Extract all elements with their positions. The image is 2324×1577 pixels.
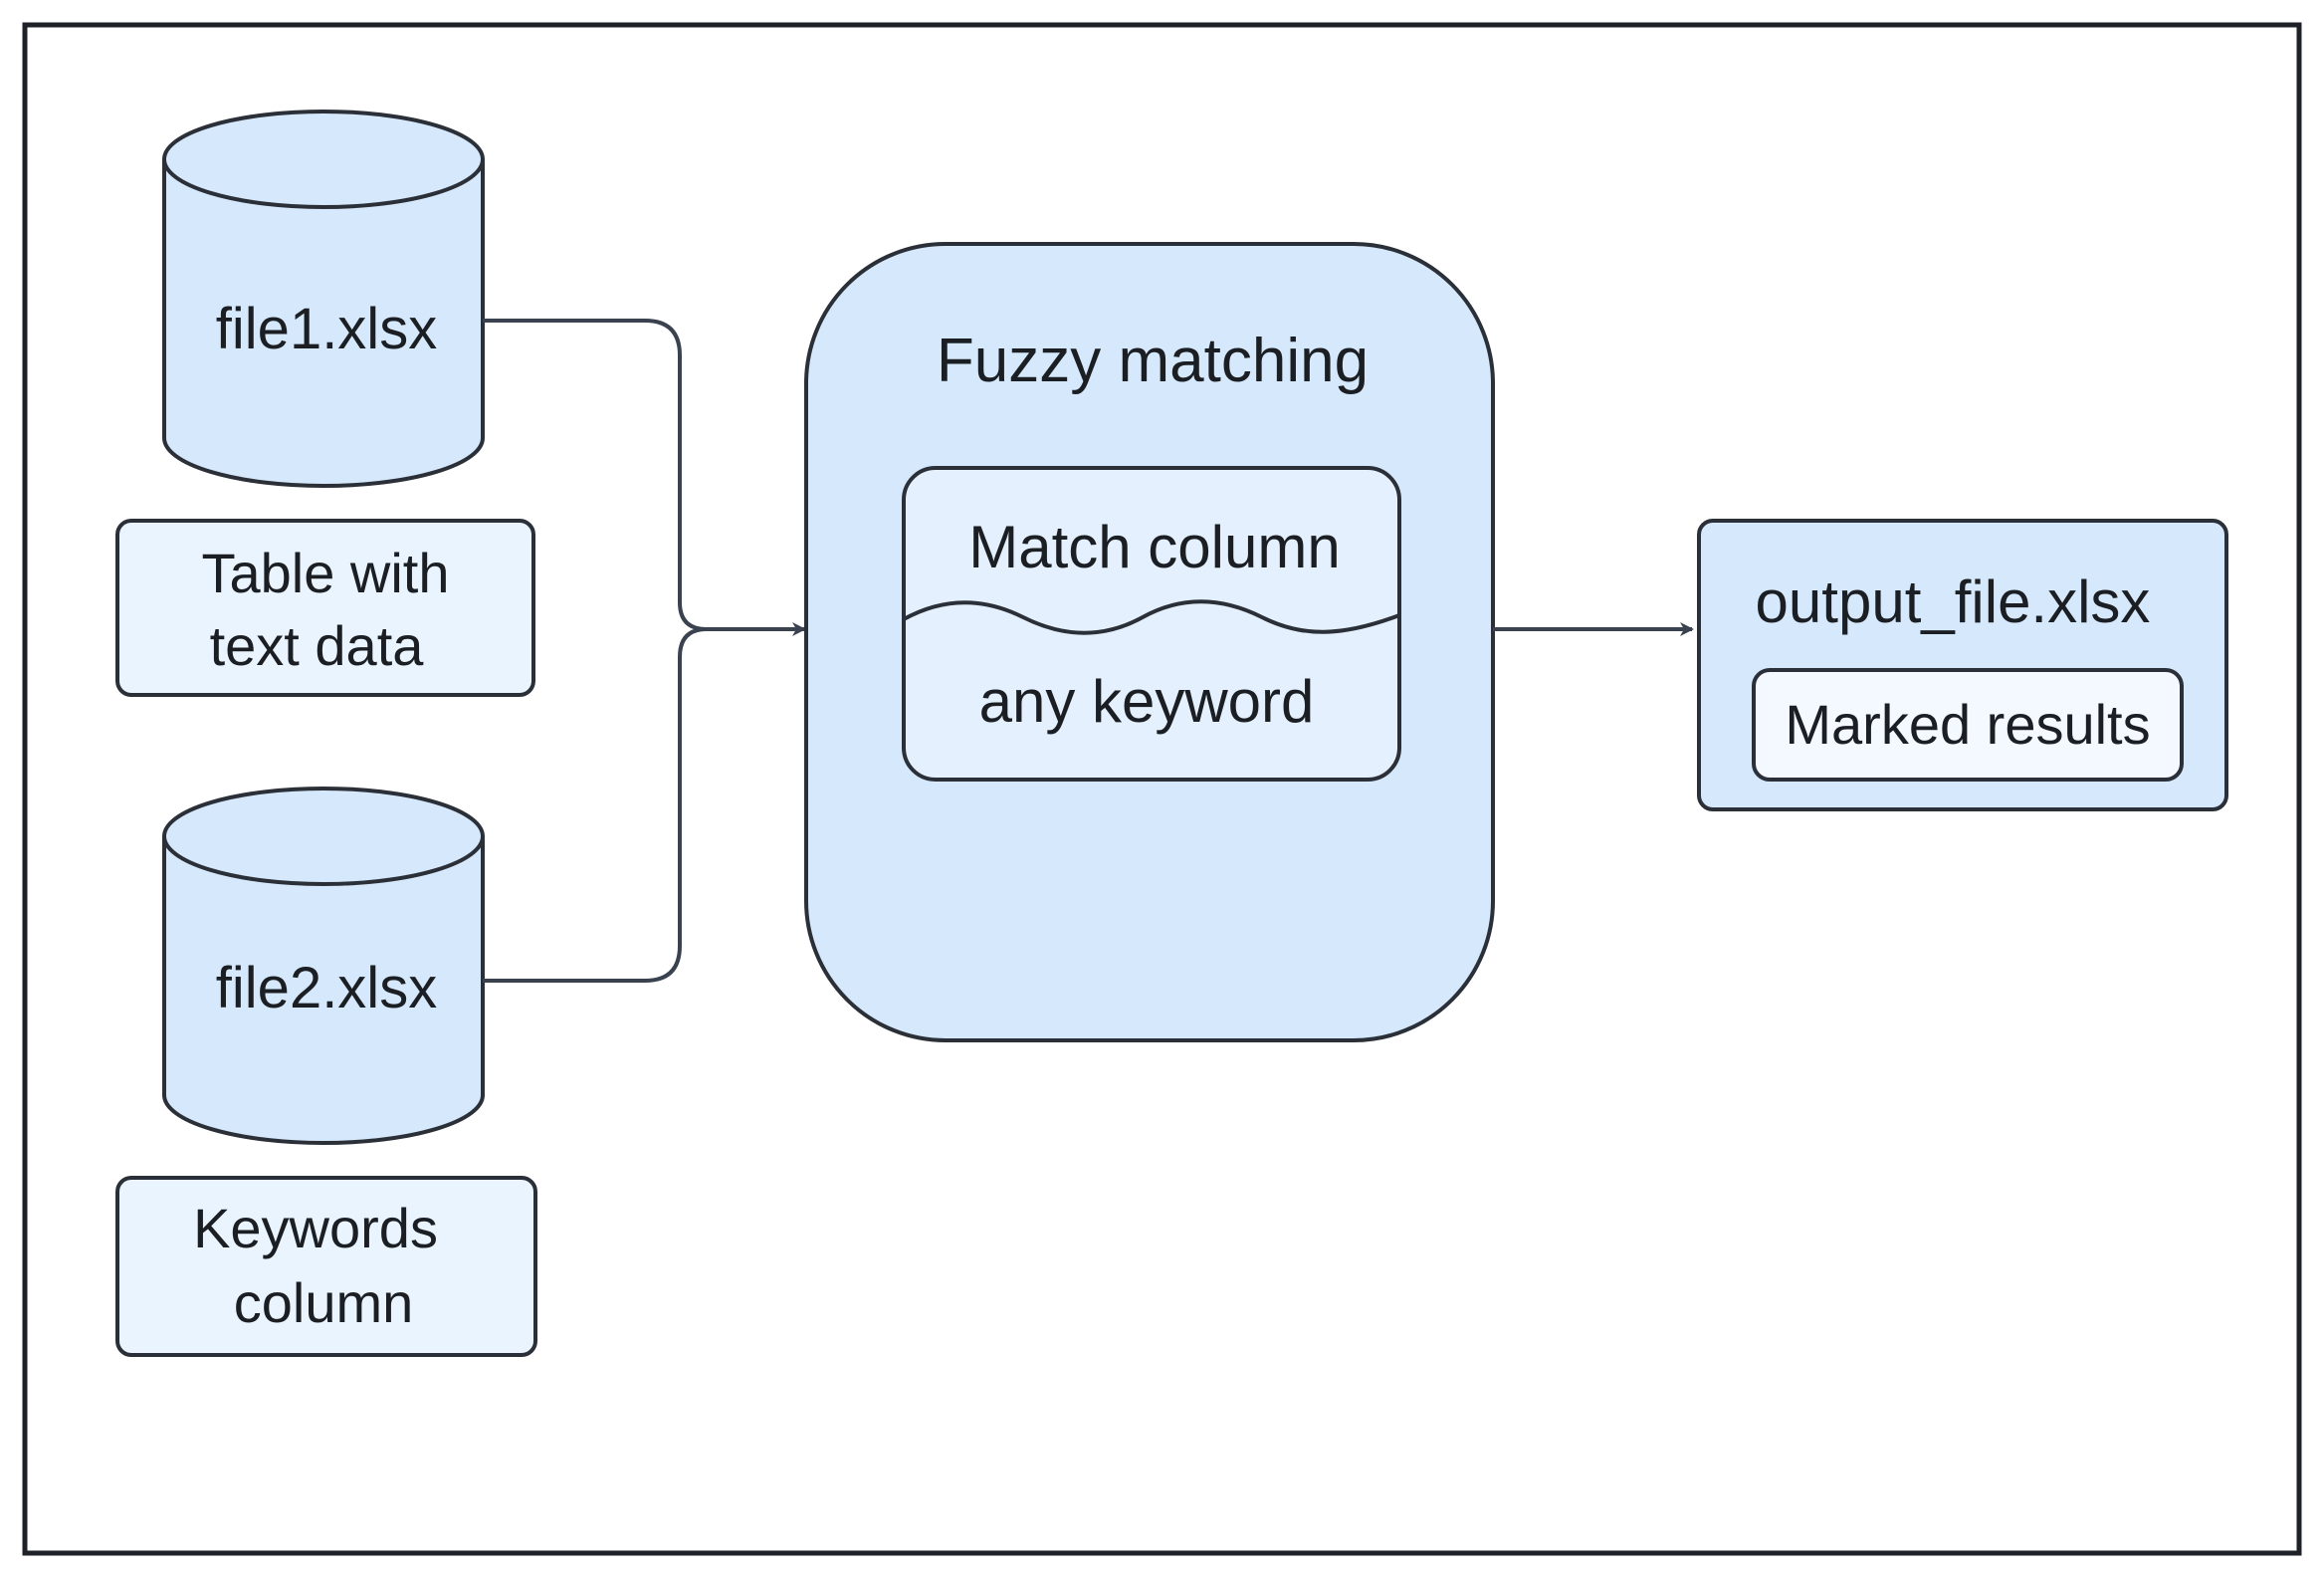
match-column-label: Match column (968, 514, 1340, 580)
merge-connector (483, 319, 806, 983)
wavy-divider (903, 599, 1400, 635)
file2-cylinder: file2.xlsx (162, 787, 485, 1145)
file2-note-line2: column (234, 1271, 414, 1334)
process-title: Fuzzy matching (937, 327, 1369, 395)
file2-label: file2.xlsx (216, 956, 437, 1020)
output-box: output_file.xlsx Marked results (1697, 519, 2228, 811)
file1-note: Table with text data (115, 519, 535, 697)
marked-results-box (1752, 668, 2184, 782)
marked-results-label: Marked results (1785, 693, 2150, 756)
file2-note-line1: Keywords (193, 1197, 438, 1259)
file1-note-line2: text data (210, 614, 425, 677)
file1-note-line1: Table with (201, 542, 449, 604)
any-keyword-label: any keyword (979, 668, 1315, 735)
output-file-label: output_file.xlsx (1756, 568, 2151, 635)
fuzzy-matching-box: Fuzzy matching Match column any keyword (804, 242, 1495, 1042)
file1-label: file1.xlsx (216, 297, 437, 361)
match-box: Match column any keyword (902, 466, 1401, 782)
file1-cylinder: file1.xlsx (162, 110, 485, 488)
file2-note: Keywords column (115, 1176, 537, 1357)
